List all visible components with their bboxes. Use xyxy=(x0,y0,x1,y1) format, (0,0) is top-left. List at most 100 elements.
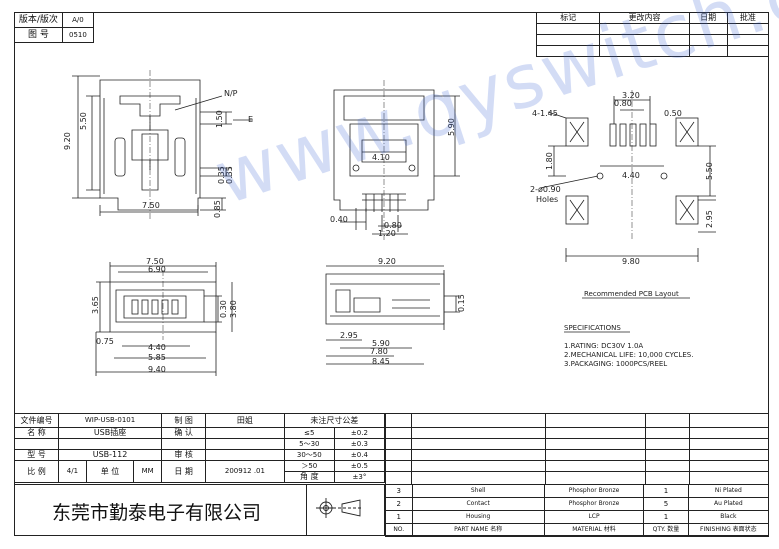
tol-range-4: ＞50 xyxy=(283,460,335,472)
bom-no-3: 3 xyxy=(385,484,413,498)
tb-unit-label: 单 位 xyxy=(85,460,135,483)
spec-line-2: 2.MECHANICAL LIFE: 10,000 CYCLES. xyxy=(564,351,693,359)
dim-pcb-holes-label: Holes xyxy=(536,195,558,204)
dim-pcb-4145: 4-1.45 xyxy=(532,109,558,118)
dim-front-120: 1.20 xyxy=(378,229,396,238)
tb-value-scale: 4/1 xyxy=(57,460,87,483)
tb-role-date: 日 期 xyxy=(161,460,207,483)
bom-finish-1: Black xyxy=(687,510,770,524)
right-block-grid xyxy=(385,413,769,484)
tol-range-3: 30～50 xyxy=(283,449,335,461)
projection-divider xyxy=(306,484,307,536)
dim-side-590: 5.90 xyxy=(372,339,390,348)
tb-unit-value: MM xyxy=(133,460,163,483)
bom-no-1: 1 xyxy=(385,510,413,524)
tol-angle-value: ±3° xyxy=(333,471,386,483)
tb-role-draw-value: 田姐 xyxy=(205,413,285,428)
dim-top-035: 0.35 xyxy=(217,166,226,184)
dim-bot-030: 0.30 xyxy=(219,300,228,318)
dimension-labels: N/P 7.50 9.20 5.50 1.50 0.35 0.35 0.85 E… xyxy=(63,89,714,374)
dim-bot-690: 6.90 xyxy=(148,265,166,274)
pcb-caption: Recommended PCB Layout xyxy=(584,290,679,298)
tb-value-model: USB-112 xyxy=(57,449,163,461)
dim-pcb-holes: 2-ø0.90 xyxy=(530,185,561,194)
dim-top-920: 9.20 xyxy=(63,132,72,150)
bom-header-no: NO. xyxy=(385,523,413,537)
bom-finish-2: Au Plated xyxy=(687,497,770,511)
company-box xyxy=(14,484,385,536)
side-view-outline xyxy=(325,265,460,365)
tb-value-name: USB插座 xyxy=(57,427,163,439)
dim-bot-750: 7.50 xyxy=(146,257,164,266)
dim-bot-585: 5.85 xyxy=(148,353,166,362)
tb-role-draw: 制 图 xyxy=(161,413,207,428)
drawing-no-value: 0510 xyxy=(61,27,95,43)
tol-title: 未注尺寸公差 xyxy=(283,413,386,428)
projection-symbol-icon xyxy=(316,498,362,518)
spec-line-3: 3.PACKAGING: 1000PCS/REEL xyxy=(564,360,667,368)
dim-side-295: 2.95 xyxy=(340,331,358,340)
dim-pcb-080: 0.80 xyxy=(614,99,632,108)
dim-front-410: 4.10 xyxy=(372,153,390,162)
dim-pcb-440: 4.40 xyxy=(622,171,640,180)
bom-header-material: MATERIAL 材料 xyxy=(543,523,645,537)
tol-range-2: 5～30 xyxy=(283,438,335,450)
tol-val-4: ±0.5 xyxy=(333,460,386,472)
tb-role-review-value xyxy=(205,449,285,461)
drawing-header: 版本/版次 A/0 图 号 0510 xyxy=(14,12,95,43)
dim-pcb-550: 5.50 xyxy=(705,162,714,180)
dim-front-590: 5.90 xyxy=(447,118,456,136)
dim-top-150: 1.50 xyxy=(215,110,224,128)
tb-role-date-value: 200912 .01 xyxy=(205,460,285,483)
dim-side-920: 9.20 xyxy=(378,257,396,266)
tb-label-file: 文件编号 xyxy=(14,413,59,428)
tol-val-2: ±0.3 xyxy=(333,438,386,450)
dim-top-e: E xyxy=(248,115,253,124)
bom-mat-2: Phosphor Bronze xyxy=(543,497,645,511)
spec-line-1: 1.RATING: DC30V 1.0A xyxy=(564,342,643,350)
revision-block: 标记 更改内容 日期 批准 xyxy=(535,12,770,57)
dim-pcb-980: 9.80 xyxy=(622,257,640,266)
dim-front-080: 0.80 xyxy=(384,221,402,230)
tb-role-confirm: 确 认 xyxy=(161,427,207,439)
dim-np: N/P xyxy=(224,89,238,98)
dim-pcb-320: 3.20 xyxy=(622,91,640,100)
bom-finish-3: Ni Plated xyxy=(687,484,770,498)
bom-header-part: PART NAME 名称 xyxy=(411,523,545,537)
tb-role-review: 审 核 xyxy=(161,449,207,461)
tol-range-1: ≤5 xyxy=(283,427,335,439)
dim-top-750: 7.50 xyxy=(142,201,160,210)
bom-mat-3: Phosphor Bronze xyxy=(543,484,645,498)
dim-top-035b: 0.35 xyxy=(225,166,234,184)
dim-side-780: 7.80 xyxy=(370,347,388,356)
dim-top-550: 5.50 xyxy=(79,112,88,130)
dim-pcb-050: 0.50 xyxy=(664,109,682,118)
bom-header-qty: QTY. 数量 xyxy=(643,523,689,537)
title-grid-right xyxy=(385,413,386,536)
company-name: 东莞市勤泰电子有限公司 xyxy=(52,502,262,524)
dim-bot-440: 4.40 xyxy=(148,343,166,352)
tol-angle-label: 角 度 xyxy=(283,471,335,483)
dim-bot-940: 9.40 xyxy=(148,365,166,374)
dim-side-015: 0.15 xyxy=(457,294,466,312)
dim-bot-365: 3.65 xyxy=(91,296,100,314)
bom-part-2: Contact xyxy=(411,497,545,511)
bom-qty-2: 5 xyxy=(643,497,689,511)
top-view-outline xyxy=(72,75,253,216)
dim-pcb-295: 2.95 xyxy=(705,210,714,228)
bom-qty-3: 1 xyxy=(643,484,689,498)
tb-value-file: WIP-USB-0101 xyxy=(57,413,163,428)
bom-part-3: Shell xyxy=(411,484,545,498)
bom-qty-1: 1 xyxy=(643,510,689,524)
dim-bot-075: 0.75 xyxy=(96,337,114,346)
bottom-view-outline xyxy=(95,262,233,376)
bom-table: 3 Shell Phosphor Bronze 1 Ni Plated 2 Co… xyxy=(385,484,770,537)
tb-label-name: 名 称 xyxy=(14,427,59,439)
dim-side-845: 8.45 xyxy=(372,357,390,366)
dim-bot-380: 3.80 xyxy=(229,300,238,318)
dim-pcb-180: 1.80 xyxy=(545,152,554,170)
bom-part-1: Housing xyxy=(411,510,545,524)
tb-label-model: 型 号 xyxy=(14,449,59,461)
spec-title: SPECIFICATIONS xyxy=(564,324,621,332)
